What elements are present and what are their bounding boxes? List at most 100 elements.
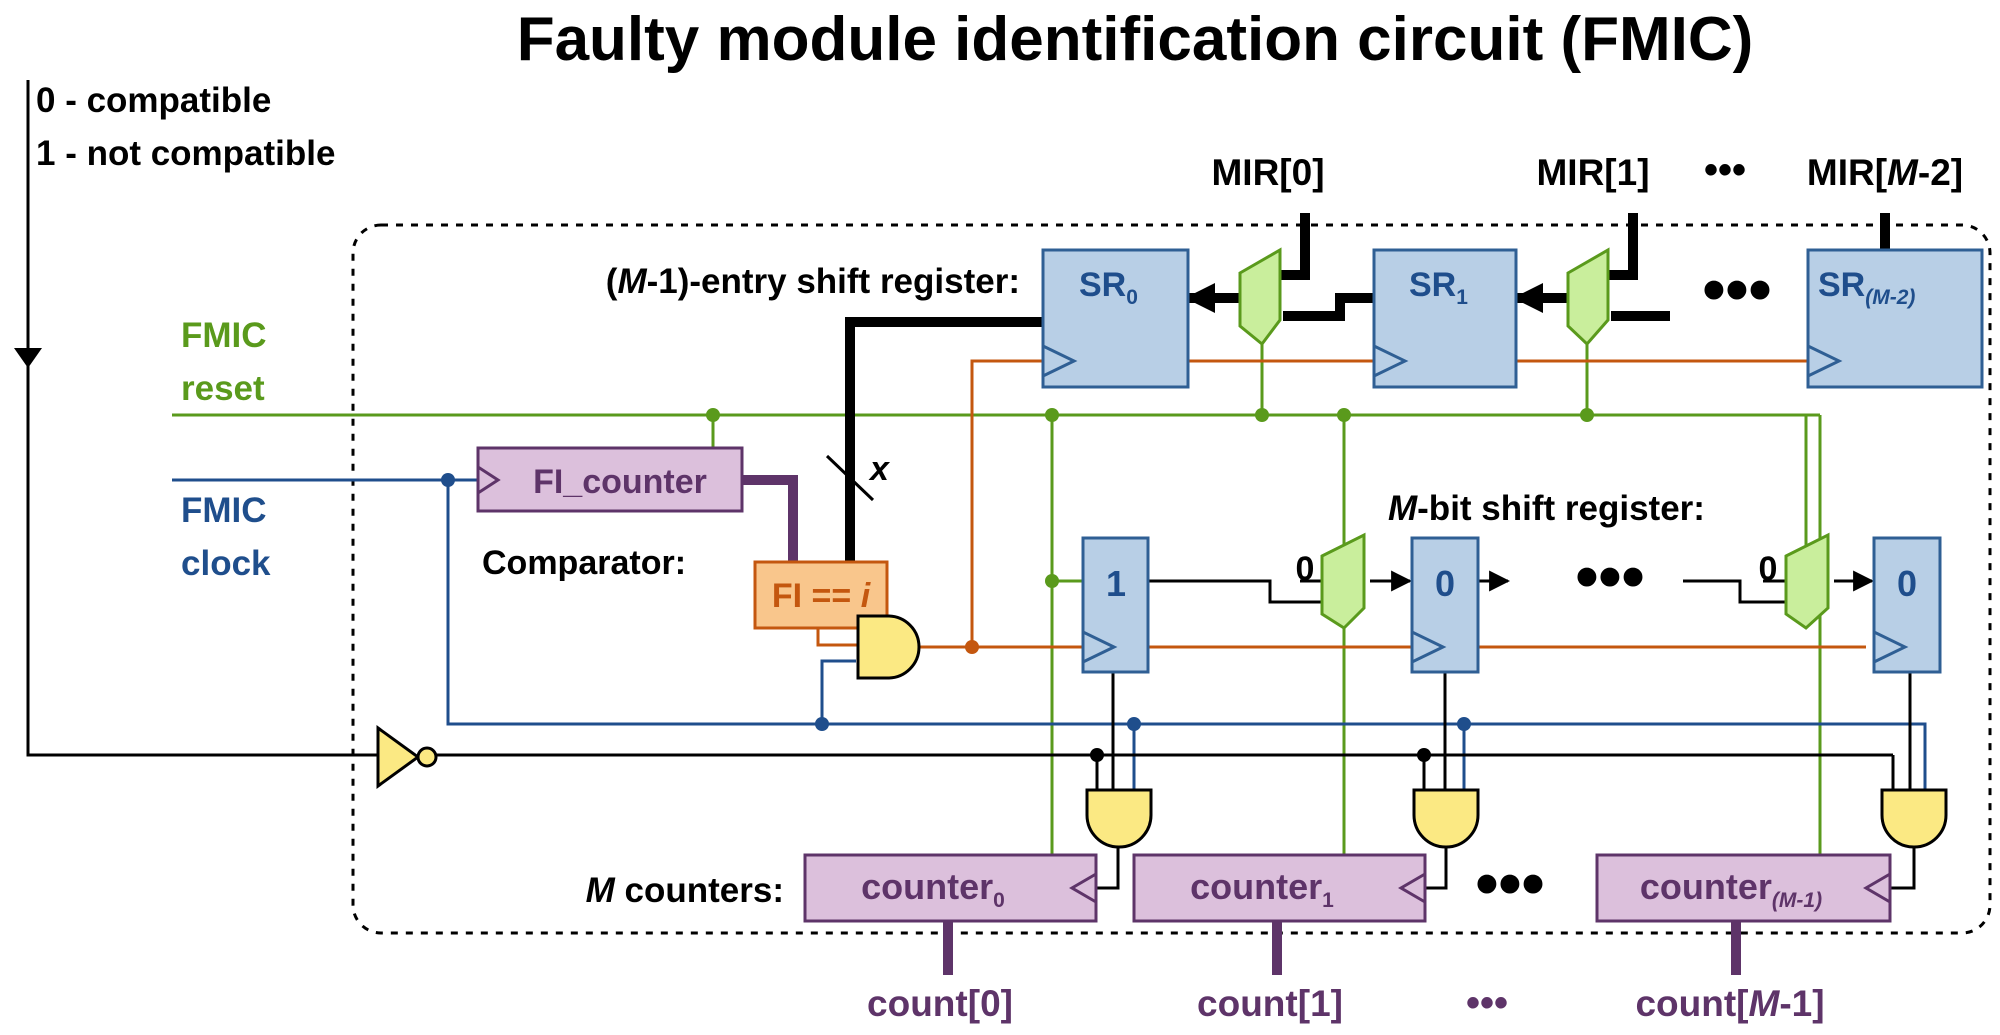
shift-reg-label-m: M [617,262,647,301]
clock-label-2: clock [181,544,271,583]
sr-0-base: SR [1079,266,1126,304]
counter-1-sub: 1 [1322,889,1334,912]
mbit-cell-m-1: 0 [1872,536,1942,674]
count-1-post: ] [1331,983,1343,1024]
mbit-label-m: M [1388,489,1418,528]
inverter [376,725,438,789]
svg-text:count[1]: count[1] [1197,983,1343,1024]
count-buses [943,921,1741,975]
sr-1-base: SR [1409,266,1456,304]
sr-0-sub: 0 [1126,286,1138,309]
shift-reg-label-pre: ( [606,262,618,301]
sr-m2-sub: (M-2) [1865,286,1915,309]
sr0-to-comparator-bus [845,317,1043,562]
counter-0-base: counter [861,866,993,907]
counter-1: counter1 [1132,853,1427,923]
counter-0-sub: 0 [993,889,1005,912]
mux-mid-0 [1320,532,1366,630]
ellipsis-count: ••• [1466,981,1508,1025]
svg-text:(M-1)-entry shift register:: (M-1)-entry shift register: [606,262,1020,301]
count-m1-post: -1] [1779,983,1824,1024]
counters-label-post: counters: [615,871,784,910]
reset-junctions [706,408,1594,588]
mir-1-idx: 1 [1617,152,1638,193]
count-m1-pre: count[ [1635,983,1748,1024]
count-0-pre: count[ [867,983,980,1024]
svg-text:MIR[M-2]: MIR[M-2] [1807,152,1963,193]
sr-register-m-2: SR(M-2) [1806,248,1984,389]
and-gate-0 [1085,788,1153,849]
legend-compatible: 0 - compatible [36,81,271,120]
svg-text:count[M-1]: count[M-1] [1635,983,1824,1024]
shift-reg-label-post: -1)-entry shift register: [647,262,1020,301]
mbit-cell-0-value: 1 [1106,563,1126,604]
gate-wires [436,673,1916,890]
and-gate-enable [856,614,921,680]
mux-mid-1 [1784,532,1830,630]
count-1-idx: 1 [1310,983,1331,1024]
mux-mid-1-input: 0 [1759,550,1778,588]
mbit-cell-1-value: 0 [1435,563,1455,604]
counter-0: counter0 [803,853,1098,923]
counter-m1-sub: (M-1) [1772,889,1822,912]
svg-text:SR1: SR1 [1409,266,1468,309]
bus-width-slash [825,454,875,502]
bus-width-label: x [868,450,891,488]
count-0-post: ] [1001,983,1013,1024]
counters-label-m: M [586,871,616,910]
counter-m1-base: counter [1640,866,1772,907]
fmic-boundary [351,223,1992,935]
sr-m2-base: SR [1818,266,1865,304]
sr-1-sub: 1 [1456,286,1468,309]
mir-m2-pre: MIR[ [1807,152,1887,193]
counter-1-base: counter [1190,866,1322,907]
counter-m-1: counter(M-1) [1595,853,1892,923]
clock-junctions [441,473,1471,731]
compatibility-input-line [26,80,378,757]
fi-counter-label: FI_counter [533,463,707,501]
fi-counter-bus [742,475,798,562]
ellipsis-mir: ••• [1704,148,1746,192]
svg-text:FI == i: FI == i [772,577,872,615]
mir-1-post: ] [1637,152,1649,193]
ellipsis-mbit: ••• [1575,539,1644,613]
diagram-title: Faulty module identification circuit (FM… [517,5,1754,74]
svg-text:MIR[1]: MIR[1] [1536,152,1649,193]
ellipsis-sr: ••• [1702,252,1771,326]
comparator-text: FI == [772,577,861,615]
mir-0-pre: MIR[ [1211,152,1291,193]
svg-text:MIR[0]: MIR[0] [1211,152,1324,193]
compatibility-input-arrowhead [14,348,42,368]
comparator-index: i [861,577,872,615]
mbit-label-post: -bit shift register: [1417,489,1705,528]
svg-text:M-bit shift register:: M-bit shift register: [1388,489,1705,528]
mux-top-0 [1238,247,1282,347]
count-m1-idx: M [1748,983,1780,1024]
svg-text:counter1: counter1 [1190,866,1334,912]
reset-wires [172,338,1822,855]
comparator-label: Comparator: [482,544,686,582]
clock-label-1: FMIC [181,491,267,530]
mir-0-idx: 0 [1292,152,1313,193]
reset-label-1: FMIC [181,316,267,355]
svg-text:SR(M-2): SR(M-2) [1818,266,1915,309]
and-gate-m-1 [1880,788,1948,849]
and-gate-1 [1412,788,1480,849]
ellipsis-counters: ••• [1475,846,1544,920]
mir-m2-idx: M [1887,152,1919,193]
mbit-cell-0: 1 [1081,536,1150,674]
sr-chain-wires [1185,283,1670,321]
mbit-chain-wires [1130,570,1875,604]
mux-mid-0-input: 0 [1296,550,1315,588]
svg-text:count[0]: count[0] [867,983,1013,1024]
mux-top-1 [1566,247,1610,347]
fi-counter: FI_counter [476,446,744,513]
count-0-idx: 0 [980,983,1001,1024]
svg-text:counter(M-1): counter(M-1) [1640,866,1822,912]
enable-junction [965,640,979,654]
mir-0-post: ] [1312,152,1324,193]
svg-text:counter0: counter0 [861,866,1005,912]
clock-wires [172,478,1927,790]
sr-register-0: SR0 [1041,248,1190,389]
